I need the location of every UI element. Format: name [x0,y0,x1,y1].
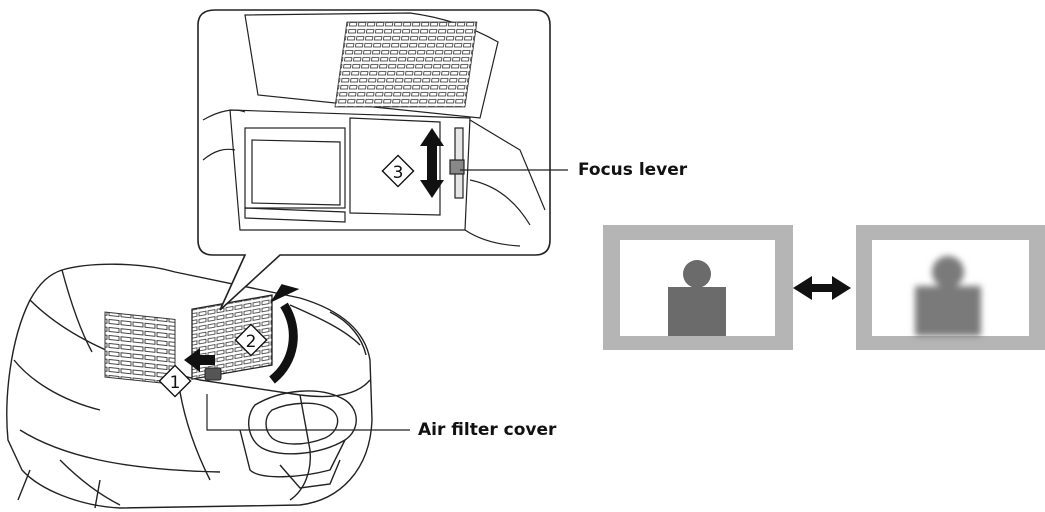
projector-body [6,263,373,509]
step2-arrow [269,302,298,384]
step1-arrow [184,348,215,372]
sharp-image-frame [603,225,793,350]
blurred-figure-head [932,256,964,288]
focus-lever-label: Focus lever [578,160,688,180]
air-filter-cover-label: Air filter cover [418,420,557,440]
focus-double-arrow [793,276,851,300]
latch [204,367,222,381]
step3-double-arrow [420,128,444,198]
sharp-figure-body [668,287,726,336]
step-2-label: 2 [246,332,257,352]
air-filter-leader-line [206,394,410,431]
inset-filter-bay [202,109,546,247]
sharp-figure-head [683,260,711,288]
step-1-label: 1 [170,373,181,393]
step-1-marker: 1 [158,364,192,398]
step-3-label: 3 [393,163,404,183]
blurred-figure-body [915,286,981,336]
step-3-marker: 3 [381,154,415,188]
step-2-marker: 2 [234,323,268,357]
inset-cover-vents [334,21,478,108]
projector-vent-left [104,311,176,385]
blurred-image-frame [856,225,1045,350]
